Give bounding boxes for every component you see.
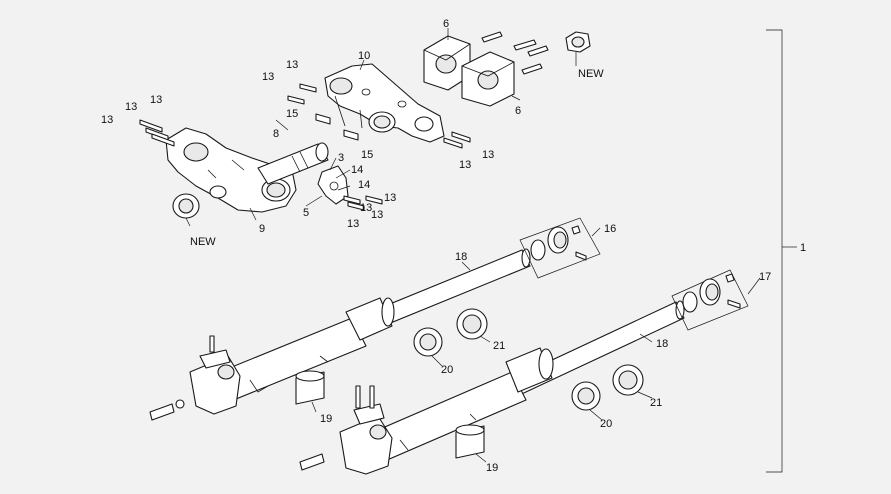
callout-3: 3 bbox=[338, 152, 344, 164]
bushings-19 bbox=[295, 370, 485, 459]
callout-16: 16 bbox=[604, 223, 616, 235]
callout-13-h: 13 bbox=[384, 192, 396, 204]
callout-19-left: 19 bbox=[320, 413, 332, 425]
callout-13-g: 13 bbox=[459, 159, 471, 171]
upper-triple-clamp bbox=[324, 63, 445, 143]
callout-18-right: 18 bbox=[656, 338, 668, 350]
screws-13-15 bbox=[139, 83, 471, 211]
callout-20-left: 20 bbox=[441, 364, 453, 376]
callout-20-right: 20 bbox=[600, 418, 612, 430]
callout-18-left: 18 bbox=[455, 251, 467, 263]
callout-15-b: 15 bbox=[361, 149, 373, 161]
callout-14-a: 14 bbox=[351, 164, 363, 176]
new-part-notes: NEW NEW bbox=[190, 68, 604, 248]
callout-labels: 1 3 5 6 6 8 9 10 13 13 13 13 13 13 13 13… bbox=[101, 18, 806, 474]
callout-1: 1 bbox=[800, 242, 806, 254]
assembly-bracket bbox=[766, 29, 797, 473]
fork-cap-kit-16 bbox=[519, 217, 601, 279]
callout-5: 5 bbox=[303, 207, 309, 219]
callout-6-upper: 6 bbox=[443, 18, 449, 30]
callout-14-b: 14 bbox=[358, 179, 370, 191]
handlebar-clamp-upper bbox=[423, 35, 471, 91]
new-note-nut: NEW bbox=[578, 68, 604, 80]
steering-nut bbox=[565, 31, 591, 53]
seals-21 bbox=[456, 308, 644, 396]
callout-17: 17 bbox=[759, 271, 771, 283]
callout-13-f: 13 bbox=[482, 149, 494, 161]
callout-15-a: 15 bbox=[286, 108, 298, 120]
callout-13-a: 13 bbox=[286, 59, 298, 71]
handlebar-clamp-bolts bbox=[481, 31, 549, 75]
steering-stem bbox=[257, 142, 329, 185]
callout-8: 8 bbox=[273, 128, 279, 140]
callout-6-lower: 6 bbox=[515, 105, 521, 117]
lower-triple-clamp bbox=[165, 127, 297, 213]
seals-20 bbox=[413, 327, 601, 411]
leader-lines bbox=[185, 28, 761, 463]
callout-21-right: 21 bbox=[650, 397, 662, 409]
steering-bearing bbox=[172, 193, 200, 219]
new-note-bearing: NEW bbox=[190, 236, 216, 248]
fork-cap-kit-17 bbox=[671, 269, 749, 331]
callout-13-k: 13 bbox=[347, 218, 359, 230]
fork-leg-right bbox=[299, 300, 685, 475]
callout-13-i: 13 bbox=[360, 202, 372, 214]
callout-19-right: 19 bbox=[486, 462, 498, 474]
callout-13-c: 13 bbox=[125, 101, 137, 113]
fork-leg-left bbox=[149, 248, 531, 421]
callout-13-e: 13 bbox=[101, 114, 113, 126]
callout-13-j: 13 bbox=[371, 209, 383, 221]
callout-13-b: 13 bbox=[262, 71, 274, 83]
callout-21-left: 21 bbox=[493, 340, 505, 352]
callout-10: 10 bbox=[358, 50, 370, 62]
callout-9: 9 bbox=[259, 223, 265, 235]
callout-13-d: 13 bbox=[150, 94, 162, 106]
handlebar-clamp-lower bbox=[461, 51, 515, 107]
